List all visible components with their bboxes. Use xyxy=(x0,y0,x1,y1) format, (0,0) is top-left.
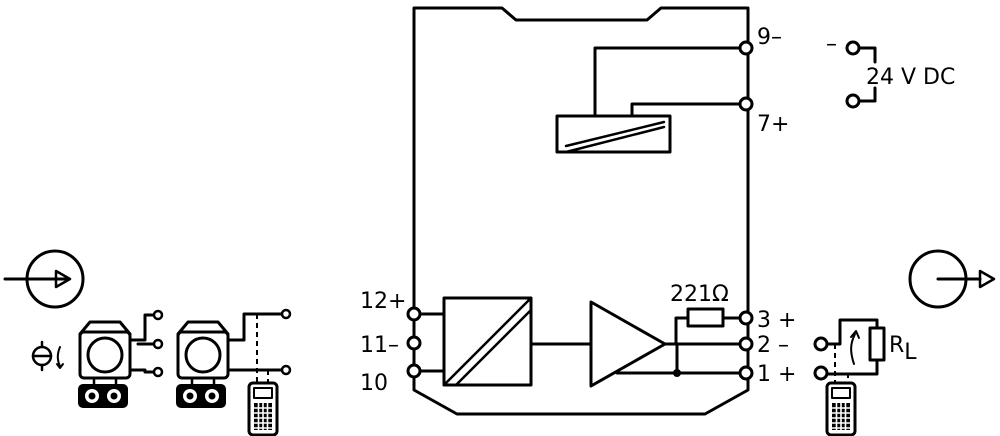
resistor-221 xyxy=(686,307,725,328)
load-circuit xyxy=(813,318,886,384)
pressure-transmitter-icon xyxy=(174,320,238,410)
wire-resistor-in xyxy=(674,316,690,346)
resistor-label: 221Ω xyxy=(670,282,729,307)
terminal-7[interactable] xyxy=(738,96,754,112)
terminal-9[interactable] xyxy=(738,40,754,56)
power-supply-block xyxy=(555,114,672,154)
supply-wire-negative xyxy=(593,46,747,118)
terminal-1[interactable] xyxy=(738,365,754,381)
terminal-12[interactable] xyxy=(406,306,422,322)
amplifier-symbol xyxy=(589,300,667,388)
transmitter-2-wiring xyxy=(234,308,292,384)
terminal-9-label: 9– xyxy=(757,25,782,50)
load-resistor-label: RL xyxy=(889,333,917,365)
supply-voltage-label: 24 V DC xyxy=(866,65,955,90)
process-pressure-icon xyxy=(31,340,64,372)
terminal-2[interactable] xyxy=(738,336,754,352)
pressure-transmitter-icon xyxy=(76,320,140,410)
terminal-3[interactable] xyxy=(738,310,754,326)
terminal-11[interactable] xyxy=(406,335,422,351)
terminal-12-label: 12+ xyxy=(360,289,406,314)
terminal-2-label: 2 – xyxy=(757,333,789,358)
handheld-communicator-icon xyxy=(825,381,857,436)
dc-supply xyxy=(845,40,877,109)
terminal-10[interactable] xyxy=(406,363,422,379)
signal-output-icon xyxy=(908,249,996,309)
terminal-3-label: 3 + xyxy=(757,308,796,333)
signal-input-icon xyxy=(3,249,85,309)
terminal-11-label: 11– xyxy=(360,333,399,358)
terminal-10-label: 10 xyxy=(360,371,388,396)
module-housing xyxy=(412,6,750,416)
terminal-7-label: 7+ xyxy=(757,112,789,137)
terminal-1-label: 1 + xyxy=(757,362,796,387)
supply-wire-positive xyxy=(630,102,747,118)
supply-minus-label: – xyxy=(826,32,837,57)
handheld-communicator-icon xyxy=(247,381,279,436)
isolator-converter-block xyxy=(442,296,533,387)
transmitter-1-wiring xyxy=(136,309,164,378)
